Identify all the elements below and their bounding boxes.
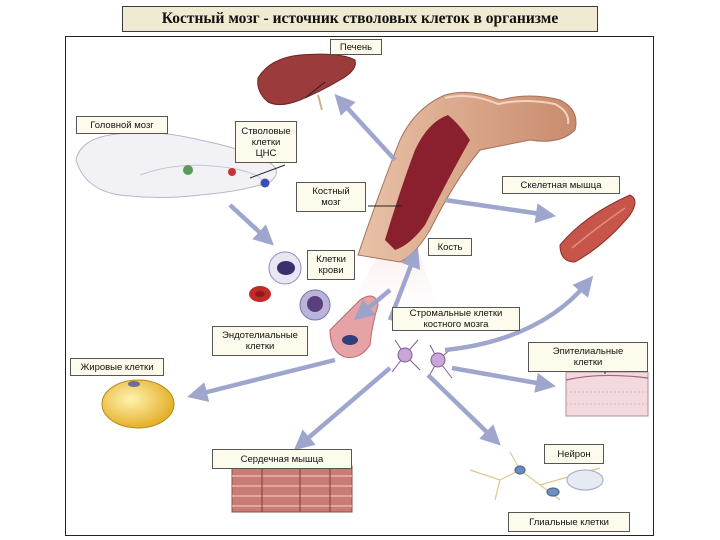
label-liver: Печень — [330, 39, 382, 55]
arrow-to-neuron — [426, 373, 501, 446]
cardiac-muscle-illustration — [231, 465, 353, 513]
arrow-to-muscle-lower — [444, 275, 594, 353]
stromal-cells-illustration — [391, 339, 453, 379]
page-title: Костный мозг - источник стволовых клеток… — [122, 6, 598, 32]
arrow-brain-to-blood — [228, 203, 274, 246]
differentiation-arrows — [187, 94, 594, 451]
label-glial-cells: Глиальные клетки — [508, 512, 630, 532]
liver-illustration — [257, 53, 356, 106]
diagram-frame — [65, 36, 654, 536]
label-stromal-cells: Стромальные клетки костного мозга — [392, 307, 520, 331]
label-fat-cells: Жировые клетки — [70, 358, 164, 376]
arrow-to-endothelial — [353, 288, 392, 321]
arrow-to-skeletal-muscle — [444, 197, 557, 224]
arrow-to-cardiac — [293, 366, 392, 451]
label-blood-cells: Клетки крови — [307, 250, 355, 280]
label-cns-stem-cells: Стволовые клетки ЦНС — [235, 121, 297, 163]
label-endothelial-cells: Эндотелиальные клетки — [212, 326, 308, 356]
arrow-to-fat — [187, 357, 336, 402]
arrow-to-epithelial — [451, 365, 556, 393]
leader-liver — [304, 81, 326, 99]
leader-cns — [249, 164, 286, 179]
arrow-to-liver — [334, 94, 397, 162]
label-skeletal-muscle: Скелетная мышца — [502, 176, 620, 194]
bone-illustration — [357, 91, 577, 263]
label-epithelial-cells: Эпителиальные клетки — [528, 342, 648, 372]
neuron-illustration — [469, 451, 604, 501]
label-bone: Кость — [428, 238, 472, 256]
epithelial-tissue-illustration — [565, 371, 649, 417]
blood-cells-illustration — [249, 251, 331, 321]
label-brain: Головной мозг — [76, 116, 168, 134]
label-neuron: Нейрон — [544, 444, 604, 464]
label-bone-marrow: Костный мозг — [296, 182, 366, 212]
fat-cell-illustration — [101, 379, 175, 429]
label-cardiac-muscle: Сердечная мышца — [212, 449, 352, 469]
